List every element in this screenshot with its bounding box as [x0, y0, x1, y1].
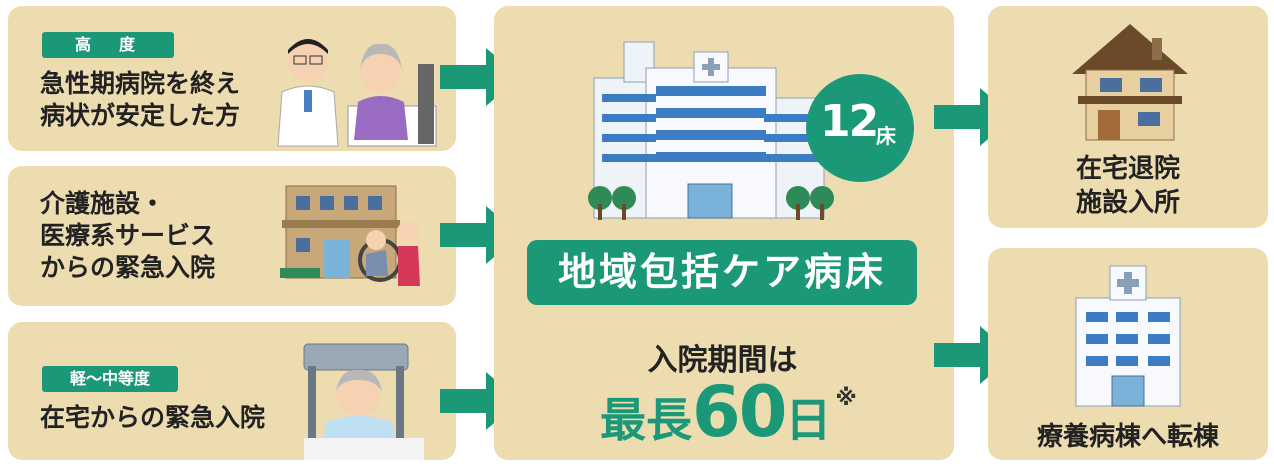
- note-mark: ※: [835, 386, 857, 411]
- care-facility-illustration: [280, 185, 420, 286]
- doctor-patient-illustration: [277, 39, 437, 147]
- period-label: 入院期間は: [647, 343, 798, 378]
- max-label: 最長: [600, 393, 692, 447]
- max-unit: 日: [785, 393, 832, 447]
- max-value: 60: [692, 371, 787, 453]
- severity-tag-high: 高 度: [42, 32, 174, 58]
- discharge-text: 在宅退院 施設入所: [1075, 154, 1180, 218]
- severity-tag-mild: 軽～中等度: [42, 366, 178, 392]
- hospital-illustration: [588, 41, 834, 220]
- ward-title: 地域包括ケア病床: [527, 240, 917, 305]
- bed-count-badge: 12 床: [806, 74, 914, 182]
- bed-count-unit: 床: [876, 124, 896, 148]
- patient-in-bed-illustration: [303, 343, 424, 460]
- house-illustration: [1072, 24, 1188, 141]
- panel-home-text: 在宅からの緊急入院: [40, 403, 266, 432]
- panel-care-facility-text: 介護施設・ 医療系サービス からの緊急入院: [40, 189, 216, 282]
- bed-count-number: 12: [820, 96, 879, 147]
- max-duration: 最長60日※: [600, 372, 857, 452]
- transfer-text: 療養病棟へ転棟: [1036, 422, 1219, 452]
- panel-acute-text: 急性期病院を終え 病状が安定した方: [40, 69, 241, 130]
- small-hospital-illustration: [1075, 265, 1181, 407]
